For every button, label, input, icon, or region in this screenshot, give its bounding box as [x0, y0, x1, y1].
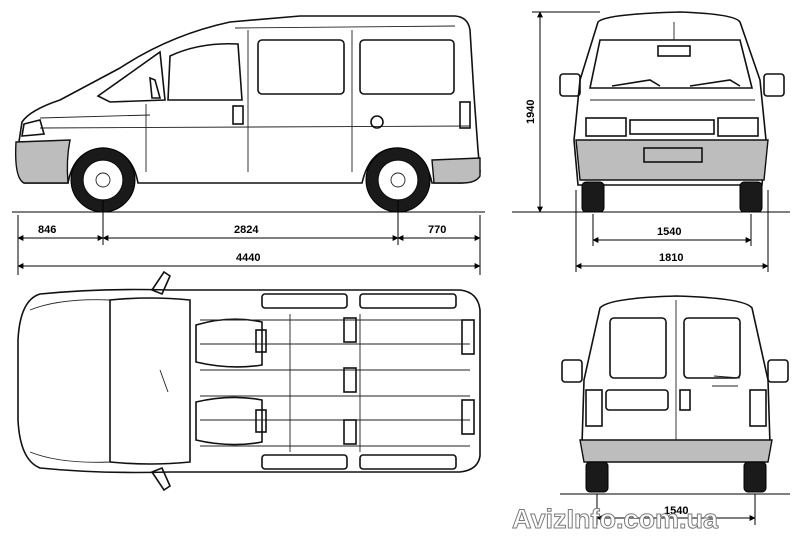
dim-overall-width: 1810: [659, 252, 683, 264]
dim-height: 1940: [525, 100, 537, 124]
front-right-tire: [739, 181, 763, 213]
dim-overall-length: 4440: [236, 252, 260, 264]
dim-front-overhang: 846: [38, 224, 56, 236]
dim-rear-overhang: 770: [428, 224, 446, 236]
watermark-text: AvizInfo.com.ua: [512, 504, 719, 534]
front-left-mirror: [559, 73, 581, 97]
rear-body-outline: [581, 295, 771, 446]
rear-left-light: [585, 389, 603, 427]
side-rear-window: [359, 39, 455, 95]
front-left-headlight: [585, 117, 627, 137]
rear-right-mirror: [767, 359, 789, 383]
front-right-mirror: [763, 73, 785, 97]
side-fuel-cap: [370, 115, 384, 129]
front-dimensions: 1540 1810: [575, 190, 769, 272]
rear-bumper: [579, 439, 773, 463]
side-rear-light: [459, 101, 471, 129]
side-middle-window: [257, 39, 345, 95]
rear-left-tire: [585, 461, 609, 493]
side-door-handle: [232, 105, 244, 125]
rear-view: 1540: [560, 295, 790, 525]
front-grille: [629, 119, 715, 135]
side-front-wheel: [70, 147, 136, 213]
rear-plate: [605, 389, 669, 411]
dim-wheelbase: 2824: [234, 224, 259, 236]
top-left-mirror: [150, 270, 172, 296]
rear-right-light: [749, 389, 767, 427]
top-body-outline: [17, 288, 481, 474]
rear-right-window: [683, 317, 741, 379]
side-windshield: [96, 50, 166, 103]
side-rear-bumper: [431, 157, 481, 184]
front-windshield: [589, 39, 754, 89]
side-dimensions: 846 2824 770 4440: [17, 200, 481, 275]
dim-front-track: 1540: [657, 226, 681, 238]
front-view: [512, 11, 790, 213]
side-mirror: [149, 76, 162, 99]
top-windshield: [109, 297, 191, 465]
front-right-headlight: [717, 117, 759, 137]
rear-left-window: [609, 317, 667, 379]
top-view: [17, 270, 481, 492]
side-view: [12, 15, 485, 213]
dim-rear-track: 1540: [664, 505, 688, 517]
rear-right-tire: [743, 461, 767, 493]
top-passenger-seat: [195, 396, 263, 446]
rear-left-mirror: [561, 359, 583, 383]
front-bumper: [575, 139, 769, 181]
front-plate: [643, 147, 703, 163]
top-right-mirror: [150, 466, 172, 492]
side-front-bumper: [14, 139, 71, 184]
front-left-tire: [581, 181, 605, 213]
top-driver-seat: [195, 318, 263, 368]
side-front-window: [167, 42, 243, 101]
height-dimension: 1940: [525, 11, 600, 213]
